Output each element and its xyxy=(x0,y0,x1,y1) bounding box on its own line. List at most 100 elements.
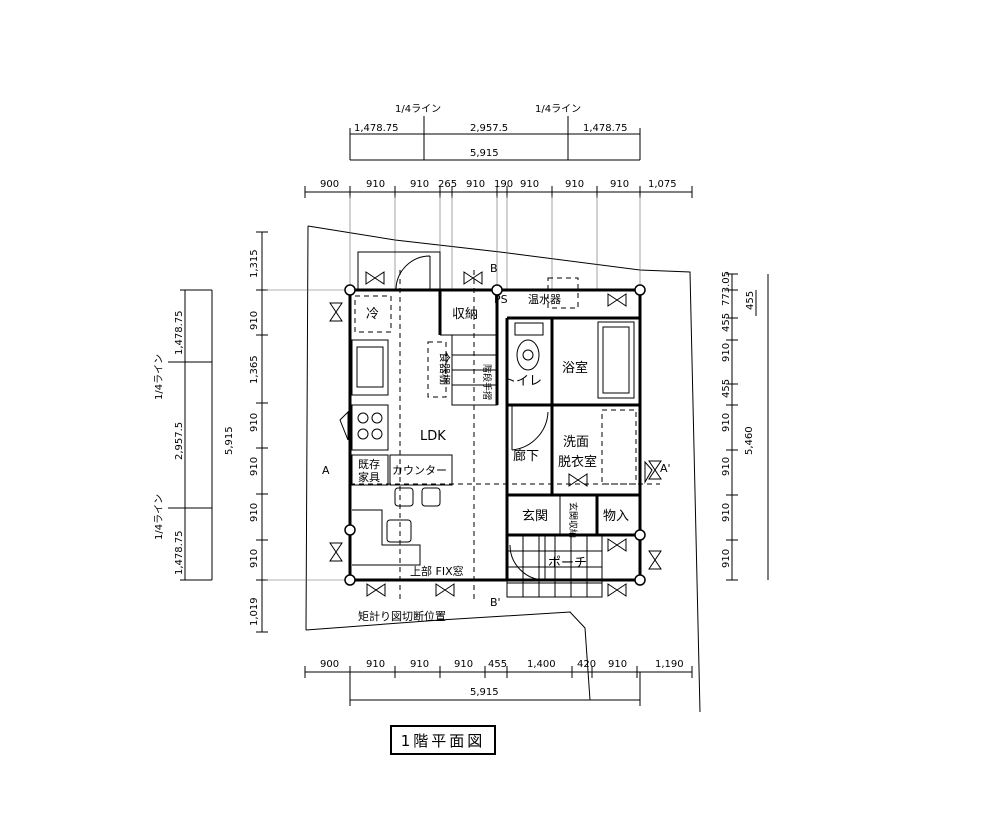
bottom-grid-dim-1: 900 xyxy=(320,659,339,670)
column-marker xyxy=(634,284,646,296)
section-markers: A A' B B' xyxy=(322,262,671,609)
room-toilet: トイレ xyxy=(503,374,542,389)
top-dimensions: 1/4ライン 1/4ライン 1,478.75 2,957.5 1,478.75 … xyxy=(304,103,693,198)
room-entrance: 玄関 xyxy=(522,509,548,524)
room-fridge: 冷 xyxy=(366,307,379,322)
room-washroom-2: 脱衣室 xyxy=(558,454,597,470)
top-quarter-dim-3: 1,478.75 xyxy=(583,123,628,134)
top-quarter-dim-1: 1,478.75 xyxy=(354,123,399,134)
column-marker xyxy=(634,574,646,586)
right-dimensions: 773.05 455 910 455 910 910 910 910 455 5… xyxy=(721,271,769,581)
column-marker xyxy=(491,284,503,296)
room-ps: PS xyxy=(494,293,508,306)
right-total-dim: 5,460 xyxy=(744,426,755,455)
top-grid-dim-5: 910 xyxy=(466,179,485,190)
window-symbol xyxy=(648,550,662,570)
column-marker xyxy=(344,284,356,296)
marker-b: B xyxy=(490,262,498,275)
quarter-label-left-top: 1/4ライン xyxy=(153,354,165,400)
bottom-grid-dim-4: 910 xyxy=(454,659,473,670)
quarter-label-top-right: 1/4ライン xyxy=(535,103,581,115)
left-dimensions: 1/4ライン 1/4ライン 1,478.75 2,957.5 1,478.75 … xyxy=(153,231,268,633)
site-boundary xyxy=(305,225,701,713)
window-symbol xyxy=(463,271,483,285)
left-grid-dim-5: 910 xyxy=(249,457,260,476)
right-grid-dim-8: 910 xyxy=(721,549,732,568)
window-symbol xyxy=(607,583,627,597)
room-dish-shelf: 食器棚 xyxy=(438,352,452,385)
left-grid-dim-2: 910 xyxy=(249,311,260,330)
bottom-total-dim: 5,915 xyxy=(470,687,499,698)
window-symbol xyxy=(329,542,343,562)
top-grid-dim-4: 265 xyxy=(438,179,457,190)
marker-a: A xyxy=(322,464,330,477)
top-grid-dim-2: 910 xyxy=(366,179,385,190)
drawing-title: 1階平面図 xyxy=(390,725,496,755)
room-fix-window: 上部 FIX窓 xyxy=(410,564,464,578)
right-grid-dim-3: 910 xyxy=(721,343,732,362)
quarter-label-left-bottom: 1/4ライン xyxy=(153,494,165,540)
right-grid-dim-4: 455 xyxy=(721,379,732,398)
left-quarter-dim-1: 1,478.75 xyxy=(174,310,185,355)
left-total-dim: 5,915 xyxy=(224,426,235,455)
marker-a-prime: A' xyxy=(660,462,671,475)
room-bath: 浴室 xyxy=(562,360,588,376)
right-grid-dim-5: 910 xyxy=(721,413,732,432)
right-grid-dim-6: 910 xyxy=(721,457,732,476)
top-grid-dim-6: 190 xyxy=(494,179,513,190)
room-closet: 物入 xyxy=(603,509,629,524)
window-symbol xyxy=(607,293,627,307)
walls xyxy=(329,251,662,600)
bottom-grid-dim-2: 910 xyxy=(366,659,385,670)
room-furniture-1: 既存 xyxy=(358,457,380,471)
bottom-grid-dim-9: 1,190 xyxy=(655,659,684,670)
left-grid-dim-6: 910 xyxy=(249,503,260,522)
left-grid-dim-8: 1,019 xyxy=(249,597,260,626)
room-furniture-2: 家具 xyxy=(358,470,380,484)
left-grid-dim-4: 910 xyxy=(249,413,260,432)
top-grid-dim-7: 910 xyxy=(520,179,539,190)
window-symbol xyxy=(607,538,627,552)
room-counter: カウンター xyxy=(392,464,447,477)
top-grid-dim-10: 1,075 xyxy=(648,179,677,190)
column-marker xyxy=(344,524,356,536)
grid-lines xyxy=(266,196,641,581)
room-water-heater: 温水器 xyxy=(528,293,561,306)
bottom-dimensions: 900 910 910 910 455 1,400 420 910 1,190 … xyxy=(304,659,693,706)
room-ldk: LDK xyxy=(420,429,446,444)
column-marker xyxy=(634,529,646,541)
column-marker xyxy=(344,574,356,586)
top-grid-dim-3: 910 xyxy=(410,179,429,190)
room-hall: 廊下 xyxy=(513,448,539,464)
bottom-grid-dim-5: 455 xyxy=(488,659,507,670)
right-grid-dim-2: 455 xyxy=(721,313,732,332)
back-deck xyxy=(357,251,441,291)
window-symbol xyxy=(365,271,385,285)
room-porch: ポーチ xyxy=(548,556,587,571)
top-quarter-dim-2: 2,957.5 xyxy=(470,123,508,134)
section-note: 矩計り図切断位置 xyxy=(358,609,446,623)
bottom-grid-dim-7: 420 xyxy=(577,659,596,670)
window-symbol xyxy=(568,473,588,487)
right-grid-dim-7: 910 xyxy=(721,503,732,522)
top-grid-dim-8: 910 xyxy=(565,179,584,190)
window-symbol xyxy=(329,302,343,322)
room-stairs-rail: 階段手摺 xyxy=(481,364,493,400)
marker-b-prime: B' xyxy=(490,596,501,609)
left-grid-dim-1: 1,315 xyxy=(249,249,260,278)
room-shoe-storage: 玄関収納 xyxy=(567,502,579,538)
right-extra-dim: 455 xyxy=(745,291,756,310)
bottom-grid-dim-3: 910 xyxy=(410,659,429,670)
top-grid-dim-9: 910 xyxy=(610,179,629,190)
window-symbol xyxy=(648,460,662,480)
bottom-grid-dim-6: 1,400 xyxy=(527,659,556,670)
left-quarter-dim-2: 2,957.5 xyxy=(174,422,185,460)
right-grid-dim-1: 773.05 xyxy=(721,271,732,306)
room-labels: 冷 収納 食器棚 階段手摺 PS 温水器 トイレ 浴室 LDK 既存 家具 カウ… xyxy=(358,293,629,623)
left-grid-dim-7: 910 xyxy=(249,549,260,568)
top-grid-dim-1: 900 xyxy=(320,179,339,190)
room-storage: 収納 xyxy=(452,307,478,322)
window-symbol xyxy=(435,583,455,597)
left-quarter-dim-3: 1,478.75 xyxy=(174,530,185,575)
